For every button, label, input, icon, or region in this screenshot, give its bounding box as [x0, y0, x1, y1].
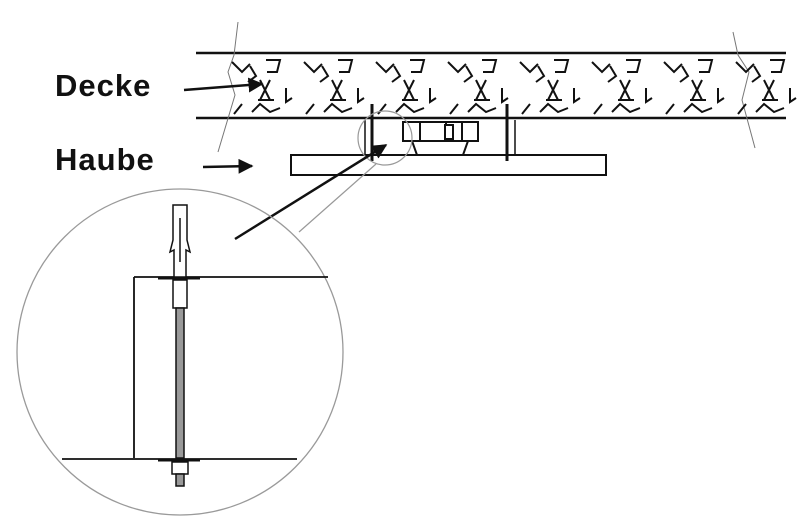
detail-magnified-circle [16, 188, 344, 516]
concrete-hatch-mark [591, 59, 653, 115]
concrete-hatch [231, 59, 797, 115]
detail-view [62, 204, 328, 487]
detail-leader-line [298, 163, 377, 233]
detail-arrow [234, 143, 388, 241]
fan-unit [402, 121, 479, 156]
ceiling-label: Decke [55, 68, 152, 103]
hood-label: Haube [55, 142, 155, 177]
ceiling-slab [196, 21, 797, 153]
hood-plate [290, 154, 607, 176]
concrete-hatch-mark [231, 59, 293, 115]
concrete-hatch-mark [519, 59, 581, 115]
concrete-hatch-mark [303, 59, 365, 115]
detail-marker-circle [357, 110, 413, 166]
concrete-hatch-mark [663, 59, 725, 115]
concrete-hatch-mark [375, 59, 437, 115]
ceiling-arrow [183, 77, 264, 93]
concrete-hatch-mark [447, 59, 509, 115]
hood-arrow [202, 158, 254, 174]
concrete-hatch-mark [735, 59, 797, 115]
